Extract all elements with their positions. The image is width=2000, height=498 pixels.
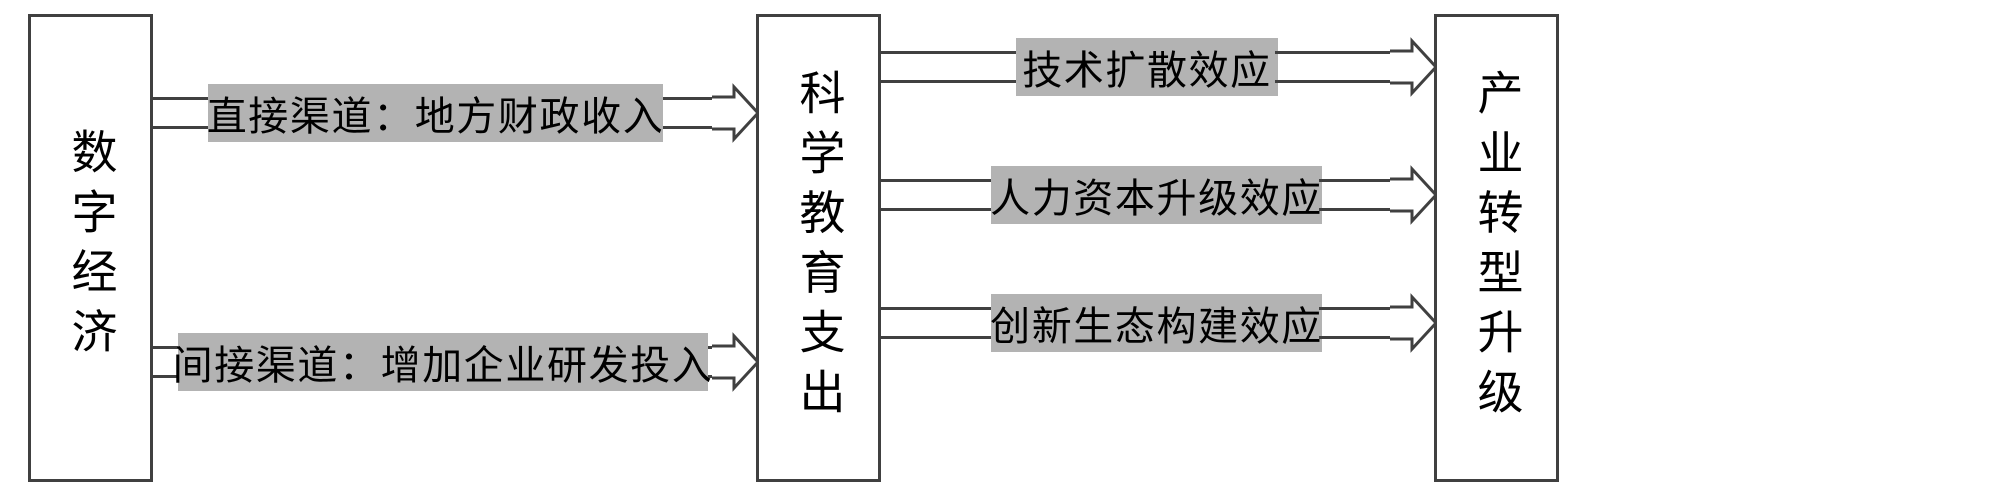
node-digital-economy-label: 数字经济 [65,128,117,368]
block-arrow-right-icon-direct [712,83,761,143]
block-arrow-right-icon-tech-diffusion [1390,37,1439,97]
channel-label-indirect-text: 间接渠道：增加企业研发投入 [172,343,714,388]
effect-label-tech-diffusion[interactable]: 技术扩散效应 [1016,38,1278,96]
node-science-education-expenditure[interactable]: 科学教育支出 [756,14,881,482]
effect-label-innovation-ecology-text: 创新生态构建效应 [990,304,1323,349]
connector-effect-tech-diffusion-to-arrow [1275,51,1393,83]
node-digital-economy[interactable]: 数字经济 [28,14,153,482]
block-arrow-right-icon-innovation-ecology [1390,293,1439,353]
node-industrial-upgrading-label: 产业转型升级 [1471,68,1523,428]
connector-direct-channel-to-arrow [663,97,715,129]
effect-label-human-capital[interactable]: 人力资本升级效应 [990,166,1323,224]
connector-source-to-direct-channel [153,97,211,129]
block-arrow-right-icon-indirect [712,332,761,392]
node-industrial-upgrading[interactable]: 产业转型升级 [1434,14,1559,482]
channel-label-indirect[interactable]: 间接渠道：增加企业研发投入 [173,333,712,391]
connector-source-to-indirect-channel [153,346,181,378]
effect-label-human-capital-text: 人力资本升级效应 [990,176,1323,221]
connector-effect-human-capital-to-arrow [1319,179,1393,211]
connector-mediator-to-effect-human-capital [881,179,994,211]
block-arrow-right-icon-human-capital [1390,165,1439,225]
channel-label-direct-text: 直接渠道：地方财政收入 [206,94,665,139]
effect-label-tech-diffusion-text: 技术扩散效应 [1022,48,1272,93]
connector-mediator-to-effect-tech-diffusion [881,51,1019,83]
effect-label-innovation-ecology[interactable]: 创新生态构建效应 [990,294,1323,352]
connector-effect-innovation-ecology-to-arrow [1319,307,1393,339]
node-science-education-expenditure-label: 科学教育支出 [793,68,845,428]
connector-mediator-to-effect-innovation-ecology [881,307,994,339]
channel-label-direct[interactable]: 直接渠道：地方财政收入 [206,84,665,142]
